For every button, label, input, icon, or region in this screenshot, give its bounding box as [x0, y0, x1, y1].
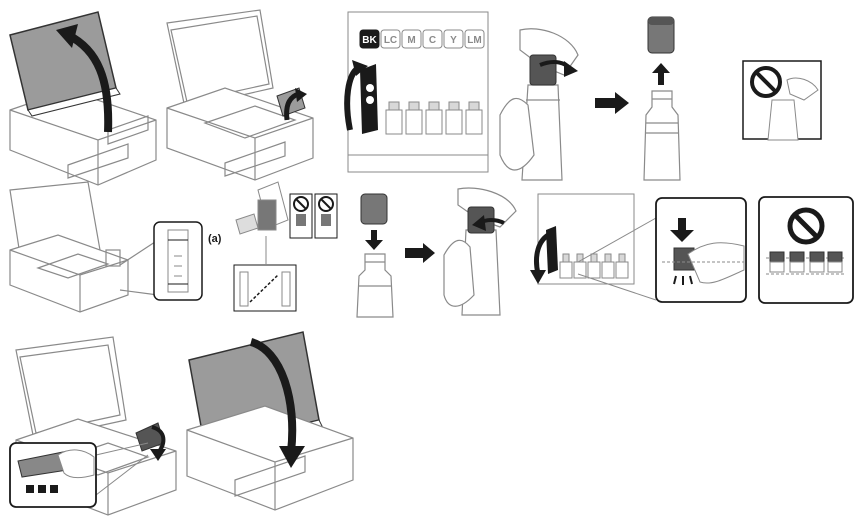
prohibited-icon — [293, 196, 309, 212]
step-open-tank-cap: BK LC M C Y LM — [340, 10, 495, 175]
curved-arrow-icon — [249, 338, 305, 468]
tank-label-box — [443, 29, 464, 49]
ink-tank — [615, 261, 629, 279]
step-close-tank-cover — [8, 335, 183, 516]
ink-tank — [445, 109, 463, 135]
tank-cap — [562, 253, 570, 263]
tank-cap — [468, 101, 480, 111]
step-open-scanner — [8, 10, 158, 186]
ink-tank — [405, 109, 423, 135]
step-open-tank-cover — [165, 8, 315, 181]
tank-label-box — [401, 29, 422, 49]
curved-arrow-icon — [284, 88, 307, 121]
tank-cap — [604, 253, 612, 263]
tank-cap — [618, 253, 626, 263]
curved-arrow-icon — [539, 60, 578, 77]
prohibited-icon — [787, 207, 825, 245]
tank-label-lm: LM — [467, 35, 481, 46]
down-arrow-icon — [365, 230, 383, 250]
curved-arrow-icon — [472, 215, 505, 231]
tank-cap — [590, 253, 598, 263]
ink-tank — [385, 109, 403, 135]
tank-label-box — [422, 29, 443, 49]
curved-arrow-icon — [344, 60, 368, 131]
tank-label-box — [464, 29, 485, 49]
prohibited-icon — [750, 66, 782, 98]
ink-tank — [601, 261, 615, 279]
tank-label-m: M — [407, 35, 415, 46]
tank-label-lc: LC — [384, 35, 397, 46]
tank-label-c: C — [429, 35, 436, 46]
tank-cap — [428, 101, 440, 111]
down-arrow-icon — [670, 218, 694, 242]
step-lift-cap — [640, 15, 684, 181]
step-check-ink-level: (a) — [8, 180, 221, 315]
ink-tank — [425, 109, 443, 135]
step-bottle-tip-detail — [228, 180, 343, 315]
tank-cap — [408, 101, 420, 111]
curved-arrow-icon — [150, 425, 166, 461]
prohibited-icon — [318, 196, 334, 212]
tank-label-y: Y — [450, 35, 457, 46]
step-close-bottle-cap — [440, 185, 520, 316]
tank-label-bk: BK — [362, 35, 377, 46]
right-arrow-icon — [595, 92, 631, 114]
step-open-cap-seal — [355, 192, 395, 318]
ink-tank — [465, 109, 483, 135]
step-close-tank-cap — [520, 190, 750, 305]
tank-label-box — [359, 29, 380, 49]
curved-arrow-icon — [56, 24, 113, 133]
tank-cap — [448, 101, 460, 111]
step-close-scanner — [185, 330, 355, 515]
warning-caps-secure — [758, 196, 854, 304]
tank-cap — [388, 101, 400, 111]
tank-cap — [576, 253, 584, 263]
warning-do-not-touch — [742, 60, 822, 141]
ink-tank — [559, 261, 573, 279]
ink-tank — [587, 261, 601, 279]
right-arrow-icon — [405, 243, 437, 263]
tank-label-box — [380, 29, 401, 49]
step-remove-bottle-cap — [499, 25, 580, 181]
up-arrow-icon — [652, 63, 670, 85]
callout-label-a: (a) — [208, 233, 222, 245]
curved-arrow-icon — [530, 231, 552, 284]
